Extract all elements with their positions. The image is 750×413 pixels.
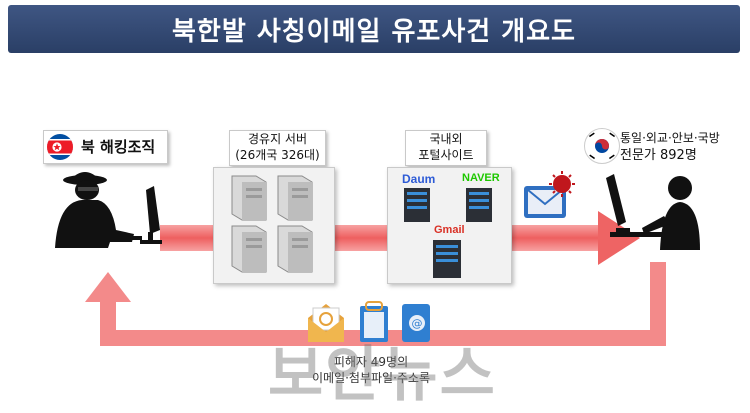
portals-label-line2: 포털사이트	[418, 148, 474, 162]
server-rack-icon	[231, 175, 313, 273]
naver-logo: NAVER	[462, 172, 500, 184]
server-tower-icon	[404, 188, 492, 278]
title-bar: 북한발 사칭이메일 유포사건 개요도	[8, 5, 740, 53]
hacker-label: 북 해킹조직	[81, 138, 156, 156]
stolen-files-icon: @	[308, 301, 430, 342]
malicious-email-icon	[524, 171, 575, 218]
return-flow-label-line1: 피해자 49명의	[333, 355, 409, 369]
portals-panel: Daum NAVER Gmail	[387, 167, 512, 284]
portals-label-box: 국내외 포털사이트	[405, 130, 487, 166]
south-korea-flag-icon	[584, 128, 620, 164]
experts-label-line1: 통일·외교·안보·국방	[620, 131, 720, 145]
watermark: 보안뉴스	[268, 340, 497, 410]
hacker-figure-icon	[55, 172, 162, 248]
experts-label-box: 통일·외교·안보·국방 전문가 892명	[620, 130, 735, 164]
hacker-label-box: 북 해킹조직	[43, 130, 168, 164]
diagram-title: 북한발 사칭이메일 유포사건 개요도	[172, 16, 576, 47]
svg-text:@: @	[412, 317, 423, 330]
return-flow-label: 피해자 49명의 이메일·첨부파일·주소록	[306, 354, 436, 386]
servers-label-line1: 경유지 서버	[247, 132, 307, 146]
servers-panel	[213, 167, 335, 284]
daum-logo: Daum	[402, 172, 436, 186]
north-korea-flag-icon	[47, 134, 73, 160]
expert-figure-icon	[606, 174, 700, 250]
gmail-logo: Gmail	[434, 224, 465, 236]
experts-label-line2: 전문가 892명	[620, 148, 697, 163]
servers-label-box: 경유지 서버 (26개국 326대)	[229, 130, 326, 166]
servers-label-line2: (26개국 326대)	[235, 148, 320, 162]
portals-label-line1: 국내외	[429, 132, 463, 146]
return-flow-label-line2: 이메일·첨부파일·주소록	[311, 371, 431, 385]
